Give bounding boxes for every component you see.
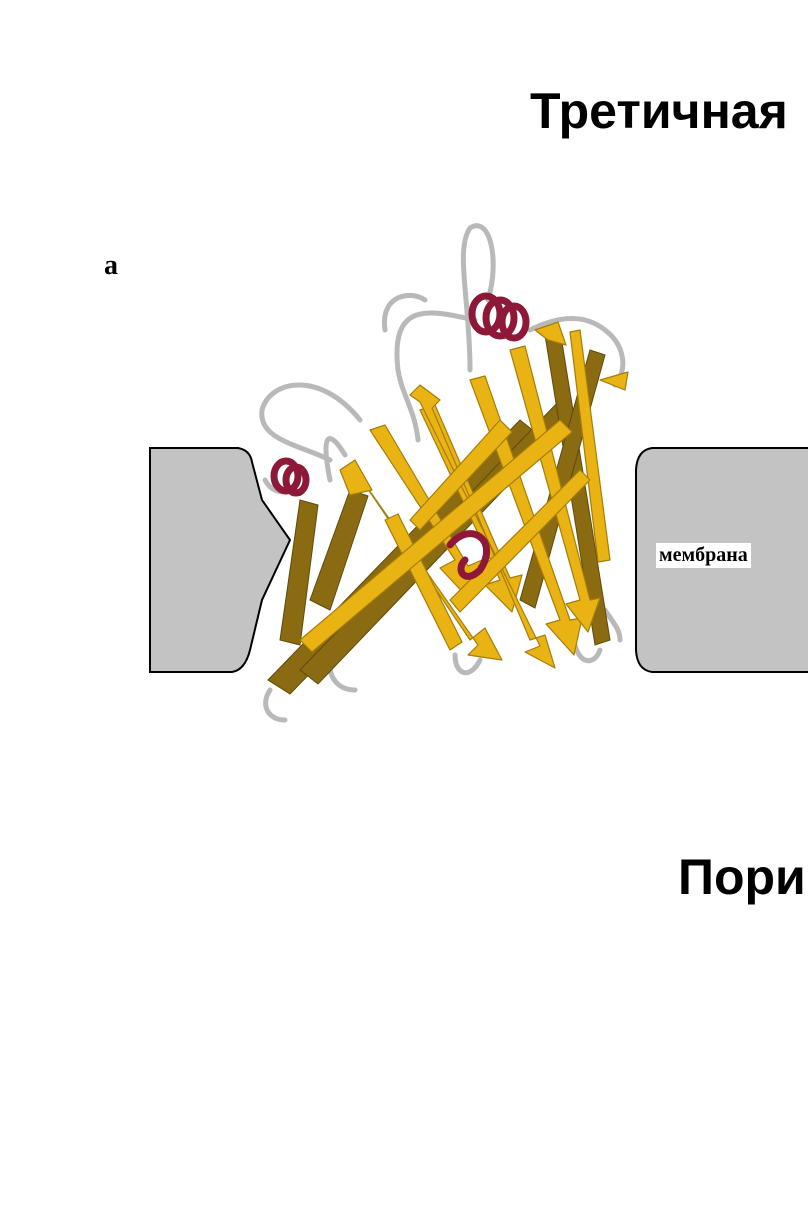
beta-strands-front (299, 321, 629, 669)
membrane-label: мембрана (656, 543, 751, 568)
alpha-helices (270, 292, 530, 580)
protein-loops (259, 223, 626, 723)
slide-title: Третичная (530, 83, 788, 139)
panel-label: а (104, 250, 118, 281)
membrane-left (149, 447, 292, 673)
slide-subtitle: Пори (678, 849, 806, 905)
